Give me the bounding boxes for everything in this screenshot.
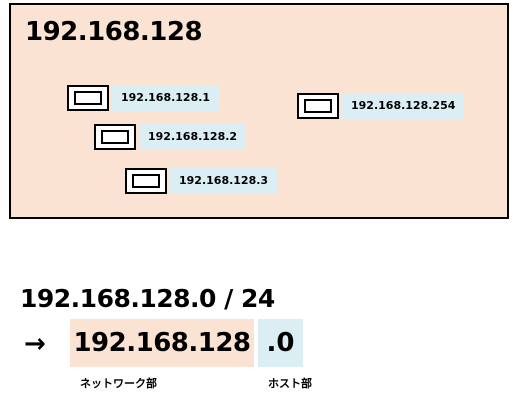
computer-icon	[67, 85, 109, 111]
host-3: 192.168.128.3	[125, 168, 278, 194]
right-arrow-icon: →	[24, 329, 46, 359]
computer-icon	[297, 93, 339, 119]
computer-icon	[94, 124, 136, 150]
host-4: 192.168.128.254	[297, 93, 465, 119]
host-address: 192.168.128.3	[170, 168, 278, 194]
host-1: 192.168.128.1	[67, 85, 220, 111]
computer-icon	[125, 168, 167, 194]
host-address: 192.168.128.254	[342, 93, 465, 119]
cidr-notation: 192.168.128.0 / 24	[20, 284, 275, 313]
host-address: 192.168.128.2	[139, 124, 247, 150]
host-part-caption: ホスト部	[268, 377, 312, 390]
network-label: 192.168.128	[25, 17, 203, 47]
host-2: 192.168.128.2	[94, 124, 247, 150]
host-part: .0	[258, 319, 303, 367]
network-part-caption: ネットワーク部	[80, 377, 157, 390]
host-address: 192.168.128.1	[112, 85, 220, 111]
network-part: 192.168.128	[70, 319, 254, 367]
